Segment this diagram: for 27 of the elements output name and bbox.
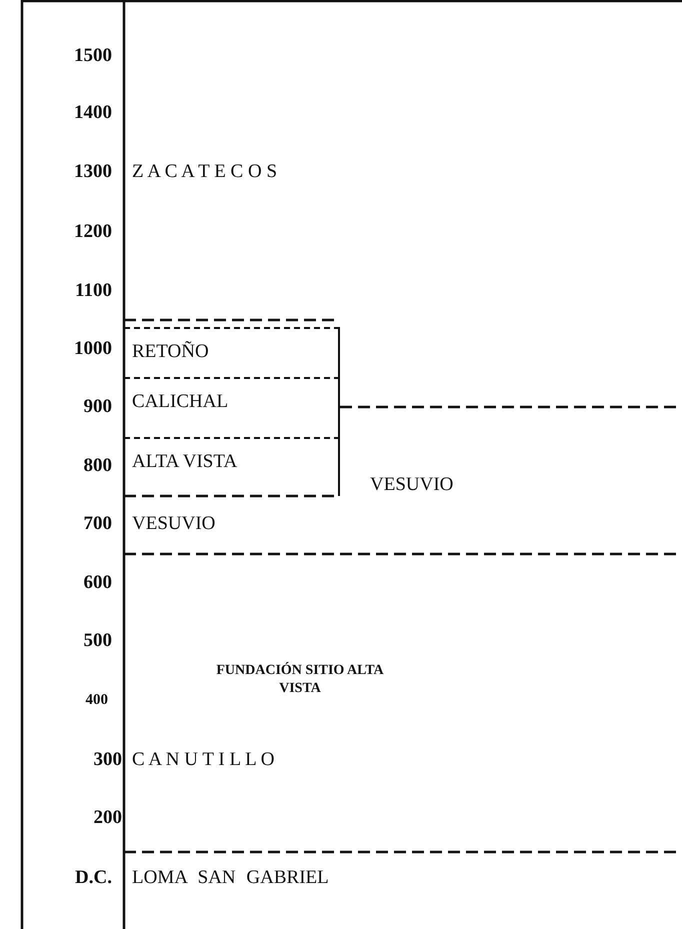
year-label: 1000 — [73, 338, 112, 360]
year-label: 1400 — [73, 102, 112, 124]
period-name: CALICHAL — [132, 391, 228, 413]
phase-label: C A N U T I L L O — [132, 749, 275, 771]
year-label: 600 — [82, 572, 112, 594]
year-label: 300 — [92, 749, 122, 771]
phase-label: Z A C A T E C O S — [132, 161, 278, 183]
phase-label: VESUVIO — [370, 474, 454, 496]
year-label: 900 — [82, 396, 112, 418]
year-label: 1100 — [74, 280, 112, 302]
year-label: 800 — [82, 455, 112, 477]
year-label: 1200 — [73, 221, 112, 243]
year-label: 700 — [82, 513, 112, 535]
phase-label: VESUVIO — [132, 513, 216, 535]
year-label: 500 — [82, 630, 112, 652]
period-name: RETOÑO — [132, 341, 209, 363]
phase-label: LOMA SAN GABRIEL — [132, 867, 329, 889]
year-label: 1500 — [73, 45, 112, 67]
year-label: 1300 — [73, 161, 112, 183]
period-box — [124, 327, 340, 377]
year-label: 200 — [92, 807, 122, 829]
period-box — [124, 377, 340, 437]
year-label: D.C. — [74, 867, 112, 889]
event-note: FUNDACIÓN SITIO ALTA VISTA — [215, 662, 385, 698]
period-box — [124, 437, 340, 496]
year-label: 400 — [84, 691, 108, 710]
period-name: ALTA VISTA — [132, 451, 238, 473]
